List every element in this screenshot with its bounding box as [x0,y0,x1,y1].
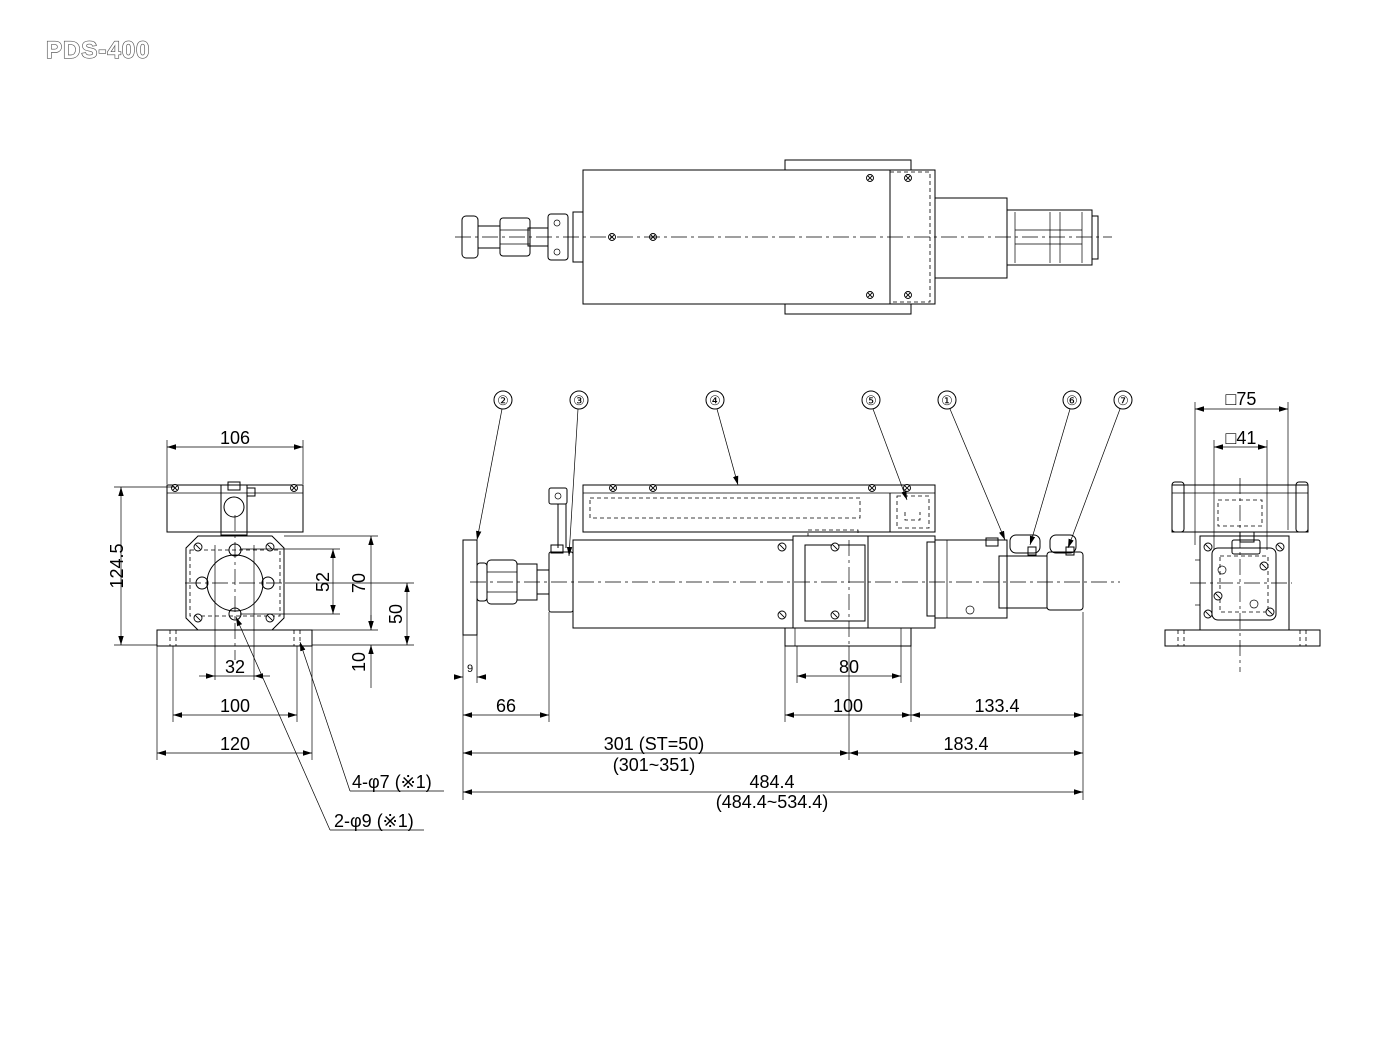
balloon-4: ④ [709,393,721,408]
top-motor-flange [934,197,1008,279]
front-slide-table [582,484,936,533]
dim-right-sq75: □75 [1226,389,1257,409]
top-view [455,159,1112,315]
top-motor [1006,209,1093,266]
front-base-plate [784,627,912,647]
left-view-dimensions: 106 124.5 52 70 50 10 32 100 [107,428,444,831]
right-view-dimensions: □75 □41 [1194,389,1289,550]
dim-front-9: 9 [467,663,473,675]
note-holes-2-phi9: 2-φ9 (※1) [334,811,414,831]
top-body [582,169,936,305]
dim-front-484-4: 484.4 [749,772,794,792]
note-holes-4-phi7: 4-φ7 (※1) [352,772,432,792]
dim-left-32: 32 [225,657,245,677]
dim-left-120: 120 [220,734,250,754]
dim-left-10: 10 [349,652,369,672]
balloon-7: ⑦ [1117,393,1129,408]
left-side-view [156,481,313,680]
dim-front-301-range: (301~351) [613,755,696,775]
dim-left-100: 100 [220,696,250,716]
balloon-6: ⑥ [1066,393,1078,408]
front-mounting-plate [462,539,478,636]
dim-right-sq41: □41 [1226,428,1257,448]
right-base [1164,629,1321,647]
balloon-1: ① [941,393,953,408]
dim-front-484-4-range: (484.4~534.4) [716,792,829,812]
right-side-view [1164,478,1321,672]
left-base [156,629,313,647]
front-cylinder-body [572,539,794,629]
dim-front-66: 66 [496,696,516,716]
balloons: ② ③ ④ ⑤ ① ⑥ ⑦ [476,390,1133,557]
dim-front-183-4: 183.4 [943,734,988,754]
dim-left-124-5: 124.5 [107,543,127,588]
balloon-2: ② [497,393,509,408]
balloon-3: ③ [573,393,585,408]
dim-left-106: 106 [220,428,250,448]
dim-left-52: 52 [313,572,333,592]
model-title: PDS-400 [46,37,150,64]
dim-front-100: 100 [833,696,863,716]
dim-front-301: 301 (ST=50) [604,734,705,754]
dim-front-133-4: 133.4 [974,696,1019,716]
balloon-5: ⑤ [865,393,877,408]
front-view [462,484,1120,647]
front-encoder [1046,551,1084,611]
front-view-dimensions: 9 66 80 100 133.4 301 (ST=50) (301~351) … [454,612,1084,812]
dim-left-50: 50 [386,604,406,624]
